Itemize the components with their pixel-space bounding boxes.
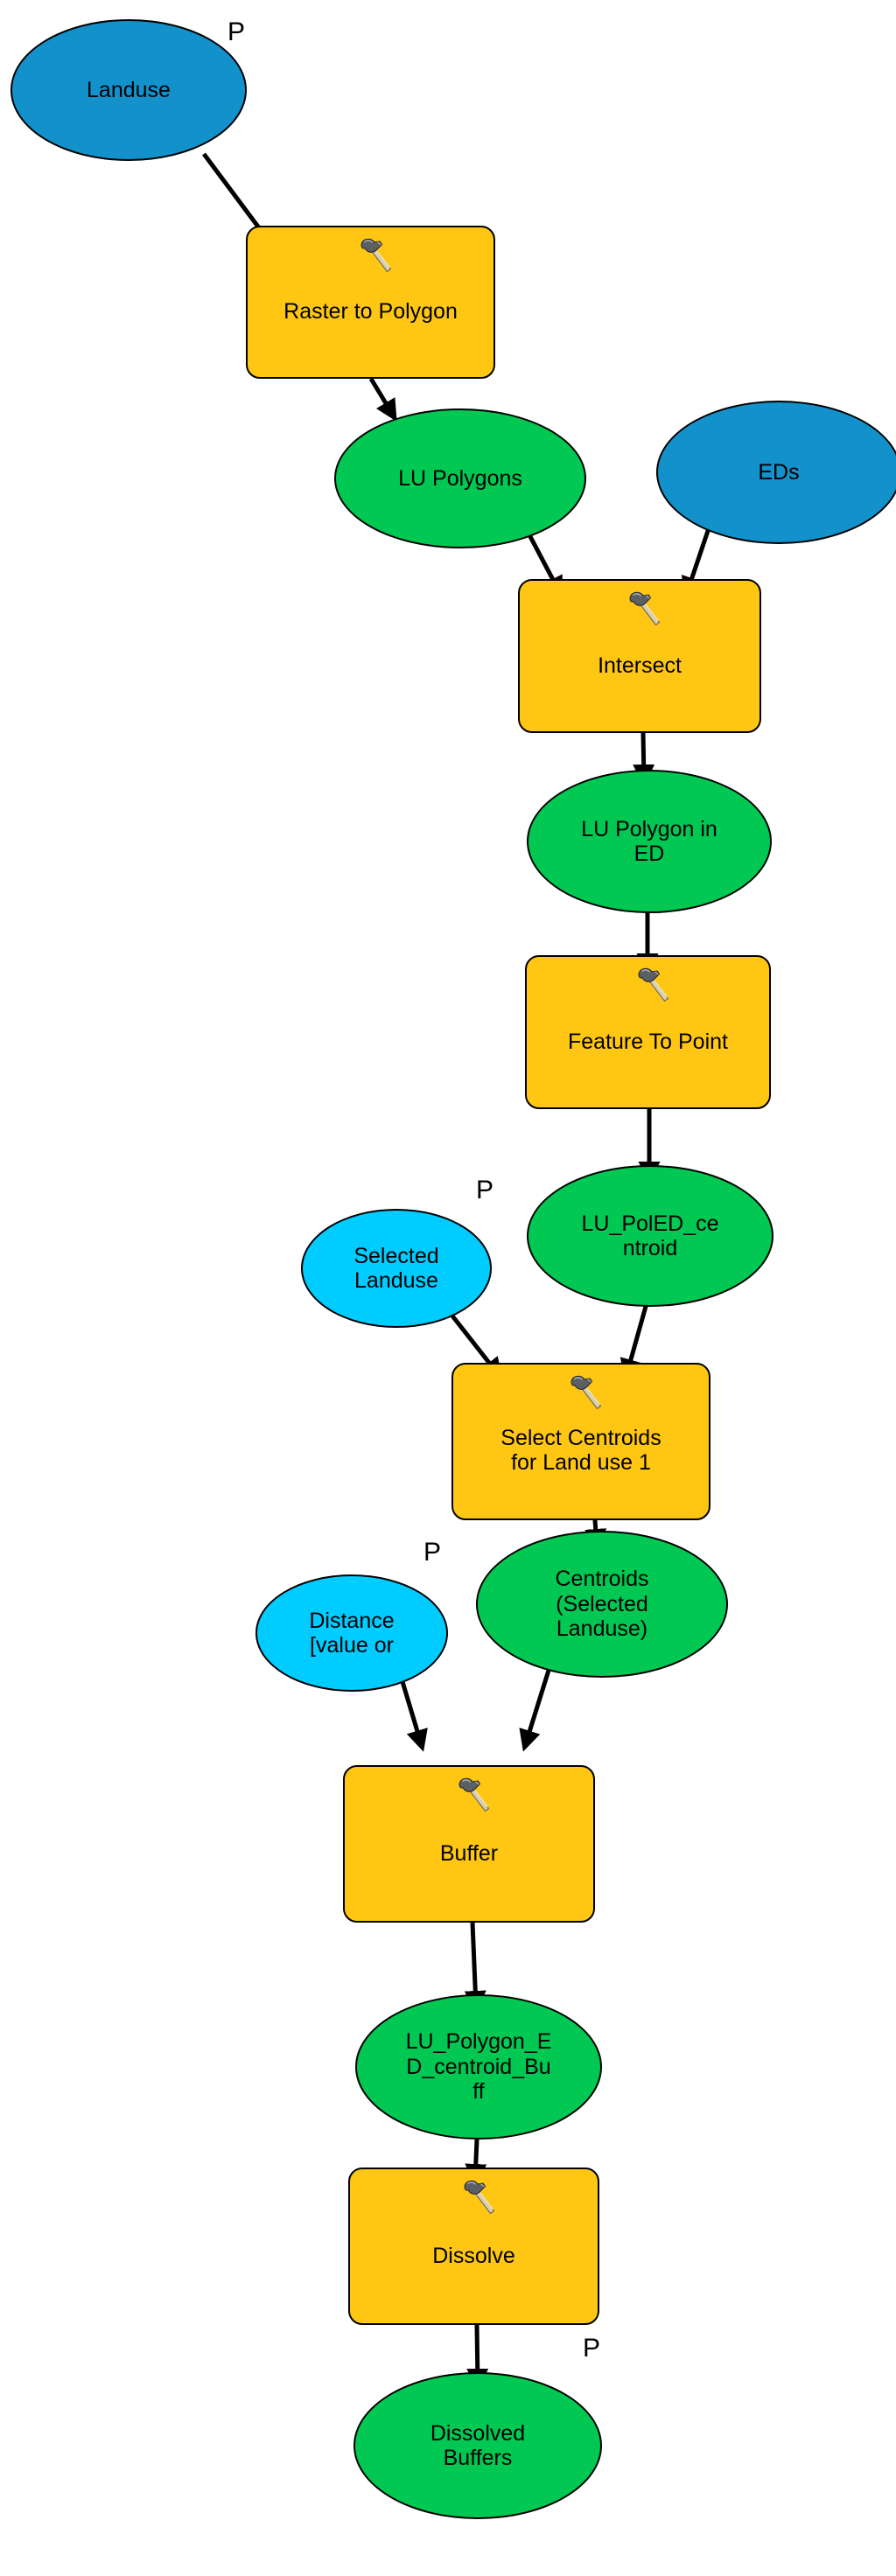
hammer-icon (458, 1777, 490, 1812)
hammer-icon (357, 236, 396, 273)
node-lu-polygons[interactable]: LU Polygons (334, 408, 586, 548)
node-label: EDs (758, 459, 800, 485)
hammer-icon (455, 1776, 494, 1812)
parameter-flag-distance: P (424, 1538, 442, 1567)
parameter-flag-landuse: P (228, 17, 246, 46)
node-label: Raster to Polygon (284, 299, 458, 325)
hammer-icon (567, 1373, 606, 1410)
node-label: Buffer (439, 1840, 499, 1866)
node-lu-polygon-in-ed[interactable]: LU Polygon in ED (527, 770, 772, 913)
node-landuse[interactable]: Landuse (10, 19, 247, 161)
node-select-centroids[interactable]: Select Centroids for Land use 1 (452, 1363, 710, 1520)
node-dissolved-buffers[interactable]: Dissolved Buffers (354, 2372, 602, 2519)
node-label: Distance [value or (309, 1608, 395, 1658)
node-label: Landuse (87, 77, 171, 102)
hammer-icon (460, 2178, 499, 2215)
node-label: Intersect (598, 653, 682, 678)
hammer-icon (570, 1375, 602, 1410)
node-distance[interactable]: Distance [value or (256, 1574, 448, 1692)
node-label: Dissolved Buffers (430, 2420, 526, 2471)
node-eds[interactable]: EDs (656, 401, 896, 544)
node-label: LU_PolED_ce ntroid (581, 1211, 719, 1261)
connector-raster-to-polygon-to-lu-polygons (368, 377, 397, 422)
node-feature-to-point[interactable]: Feature To Point (525, 955, 771, 1109)
node-selected-landuse[interactable]: Selected Landuse (301, 1209, 492, 1328)
node-raster-to-polygon[interactable]: Raster to Polygon (246, 226, 495, 379)
node-label: Select Centroids for Land use 1 (500, 1425, 662, 1476)
node-intersect[interactable]: Intersect (518, 579, 761, 733)
node-centroids-selected-landuse[interactable]: Centroids (Selected Landuse) (476, 1531, 728, 1678)
node-label: LU Polygons (398, 465, 522, 491)
parameter-flag-dissolved-buffers: P (583, 2334, 601, 2363)
node-buffer[interactable]: Buffer (343, 1765, 595, 1923)
node-label: Centroids (Selected Landuse) (555, 1567, 649, 1642)
connector-centroids-selected-landuse-to-buffer (519, 1661, 554, 1752)
node-label: LU Polygon in ED (581, 816, 718, 867)
hammer-icon (464, 2180, 494, 2215)
connector-distance-to-buffer (398, 1675, 428, 1752)
node-lu-polygon-ed-centroid-buff[interactable]: LU_Polygon_E D_centroid_Bu ff (355, 1994, 602, 2140)
node-label: LU_Polygon_E D_centroid_Bu ff (405, 2029, 552, 2105)
hammer-icon (638, 967, 668, 1002)
node-dissolve[interactable]: Dissolve (348, 2168, 599, 2325)
node-label: Feature To Point (568, 1029, 728, 1054)
hammer-icon (634, 966, 673, 1002)
node-label: Selected Landuse (354, 1243, 439, 1294)
hammer-icon (629, 591, 661, 626)
hammer-icon (626, 590, 664, 626)
node-lu-poled-centroid[interactable]: LU_PolED_ce ntroid (527, 1165, 774, 1307)
hammer-icon (360, 238, 391, 273)
parameter-flag-selected-landuse: P (476, 1176, 494, 1204)
node-label: Dissolve (432, 2243, 515, 2268)
